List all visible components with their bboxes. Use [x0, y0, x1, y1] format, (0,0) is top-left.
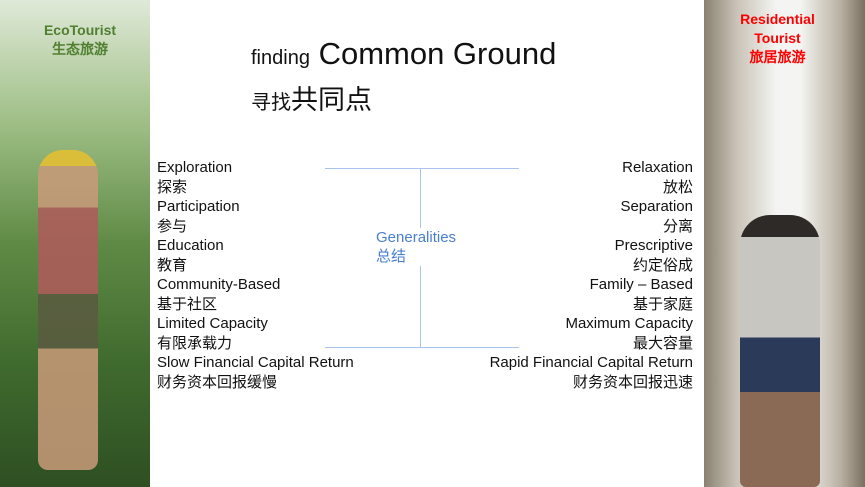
list-item: Relaxation: [622, 159, 693, 176]
list-item-cn: 最大容量: [632, 334, 693, 352]
ecotourist-label-cn: 生态旅游: [52, 41, 108, 57]
residential-label-en-2: Tourist: [754, 30, 801, 46]
ecotourist-label-en: EcoTourist: [43, 22, 117, 38]
title-small: finding: [251, 47, 310, 69]
title-large: Common Ground: [318, 36, 557, 71]
generalities-cn: 总结: [376, 248, 407, 265]
list-item: Maximum Capacity: [565, 315, 693, 332]
list-item: Prescriptive: [614, 237, 693, 254]
generalities-label: Generalities 总结: [376, 228, 457, 266]
list-item-cn: 有限承载力: [157, 334, 233, 352]
man-figure: [740, 215, 820, 487]
list-item: Participation: [157, 198, 240, 215]
list-item-cn: 探索: [157, 178, 188, 196]
list-item: Separation: [620, 198, 693, 215]
list-item: Family – Based: [589, 276, 693, 293]
ecotourist-label: EcoTourist 生态旅游: [30, 21, 130, 59]
title-cn-small: 寻找: [251, 92, 291, 114]
ecotourist-list: Exploration 探索 Participation 参与 Education 教…: [157, 158, 354, 392]
list-item-cn: 基于家庭: [632, 295, 693, 313]
ecotourist-photo: [0, 0, 150, 487]
list-item: Limited Capacity: [157, 315, 268, 332]
list-item-cn: 分离: [662, 217, 693, 235]
residential-label-cn: 旅居旅游: [749, 49, 806, 65]
list-item-cn: 放松: [662, 178, 693, 196]
list-item-cn: 财务资本回报缓慢: [157, 373, 278, 391]
list-item-cn: 教育: [157, 256, 188, 274]
hiker-figure: [38, 150, 98, 470]
bracket-bottom-line: [325, 347, 519, 348]
list-item-cn: 约定俗成: [632, 256, 693, 274]
residential-photo: [704, 0, 865, 487]
slide-title: finding Common Ground: [251, 36, 556, 72]
list-item-cn: 财务资本回报迅速: [572, 373, 693, 391]
title-cn-large: 共同点: [291, 85, 372, 115]
residential-label: Residential Tourist 旅居旅游: [720, 10, 835, 67]
list-item: Community-Based: [157, 276, 281, 293]
list-item-cn: 参与: [157, 217, 188, 235]
list-item: Rapid Financial Capital Return: [489, 354, 693, 371]
list-item: Education: [157, 237, 224, 254]
list-item: Slow Financial Capital Return: [157, 354, 354, 371]
bracket-top-line: [325, 168, 519, 169]
slide-title-cn: 寻找共同点: [251, 78, 372, 117]
list-item: Exploration: [157, 159, 233, 176]
list-item-cn: 基于社区: [157, 295, 218, 313]
residential-label-en-1: Residential: [740, 11, 815, 27]
generalities-en: Generalities: [376, 229, 457, 246]
residential-list: Relaxation 放松 Separation 分离 Prescriptive 约定…: [490, 158, 693, 392]
